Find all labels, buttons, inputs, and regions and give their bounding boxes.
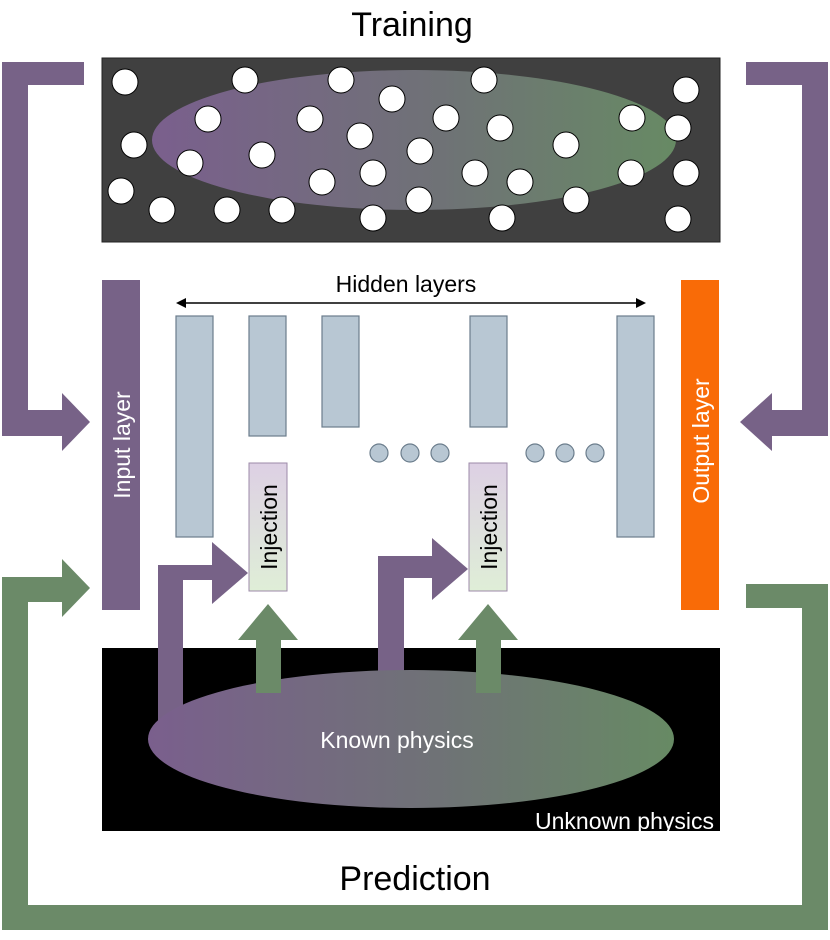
training-samples [107,66,700,233]
training-to-output-arrow [740,62,828,451]
sample-point [617,159,645,187]
sample-point [672,159,700,187]
sample-point [664,114,692,142]
injection-label-2: Injection [476,484,502,570]
ellipsis-dot [430,443,450,463]
known-physics-up-arrow-1 [238,604,298,693]
ellipsis-dot [525,443,545,463]
injection-block-1 [248,462,288,592]
sample-point [308,168,336,196]
ellipsis-dot [400,443,420,463]
hidden-layers-span-arrow [176,298,646,308]
hidden-layer-4 [469,315,508,428]
hidden-layers-label: Hidden layers [336,271,477,297]
hidden-layer-5 [616,315,655,538]
sample-point [107,177,135,205]
sample-point [378,85,406,113]
sample-point [359,159,387,187]
known-physics-up-arrow-2 [458,604,518,693]
sample-point [148,196,176,224]
sample-point [231,66,259,94]
known-physics-label: Known physics [320,727,473,753]
hidden-layer-3 [321,315,360,428]
sample-point [488,204,516,232]
sample-point [562,186,590,214]
sample-point [346,122,374,150]
sample-point [248,141,276,169]
sample-point [506,168,534,196]
output-layer [681,280,719,610]
prediction-title: Prediction [339,860,490,898]
input-layer-label: Input layer [109,391,135,499]
unknown-physics-label: Unknown physics [535,808,714,834]
sample-point [268,196,296,224]
sample-point [194,105,222,133]
sample-point [213,196,241,224]
ellipsis-dot [585,443,605,463]
injection-arrow-1 [158,542,248,730]
hidden-layer-1 [175,315,214,538]
sample-point [470,66,498,94]
known-physics-ellipse [148,670,674,808]
sample-point [406,137,434,165]
injection-block-2 [468,462,508,592]
sample-point [486,114,514,142]
sample-point [461,159,489,187]
sample-point [672,76,700,104]
hidden-layer-2 [248,315,287,437]
sample-point [552,131,580,159]
sample-point [405,186,433,214]
sample-point [296,105,324,133]
input-layer [102,280,140,610]
training-to-input-arrow [2,62,90,451]
ellipsis-dots [369,443,605,463]
sample-point [120,131,148,159]
injection-arrow-2 [378,538,468,692]
output-layer-label: Output layer [688,378,714,504]
sample-point [432,104,460,132]
sample-point [664,205,692,233]
sample-point [359,204,387,232]
training-title: Training [351,6,473,44]
sample-point [327,66,355,94]
sample-point [618,104,646,132]
ellipsis-dot [555,443,575,463]
sample-point [111,68,139,96]
ellipsis-dot [369,443,389,463]
injection-label-1: Injection [256,484,282,570]
hidden-layers [175,315,655,538]
sample-point [176,149,204,177]
